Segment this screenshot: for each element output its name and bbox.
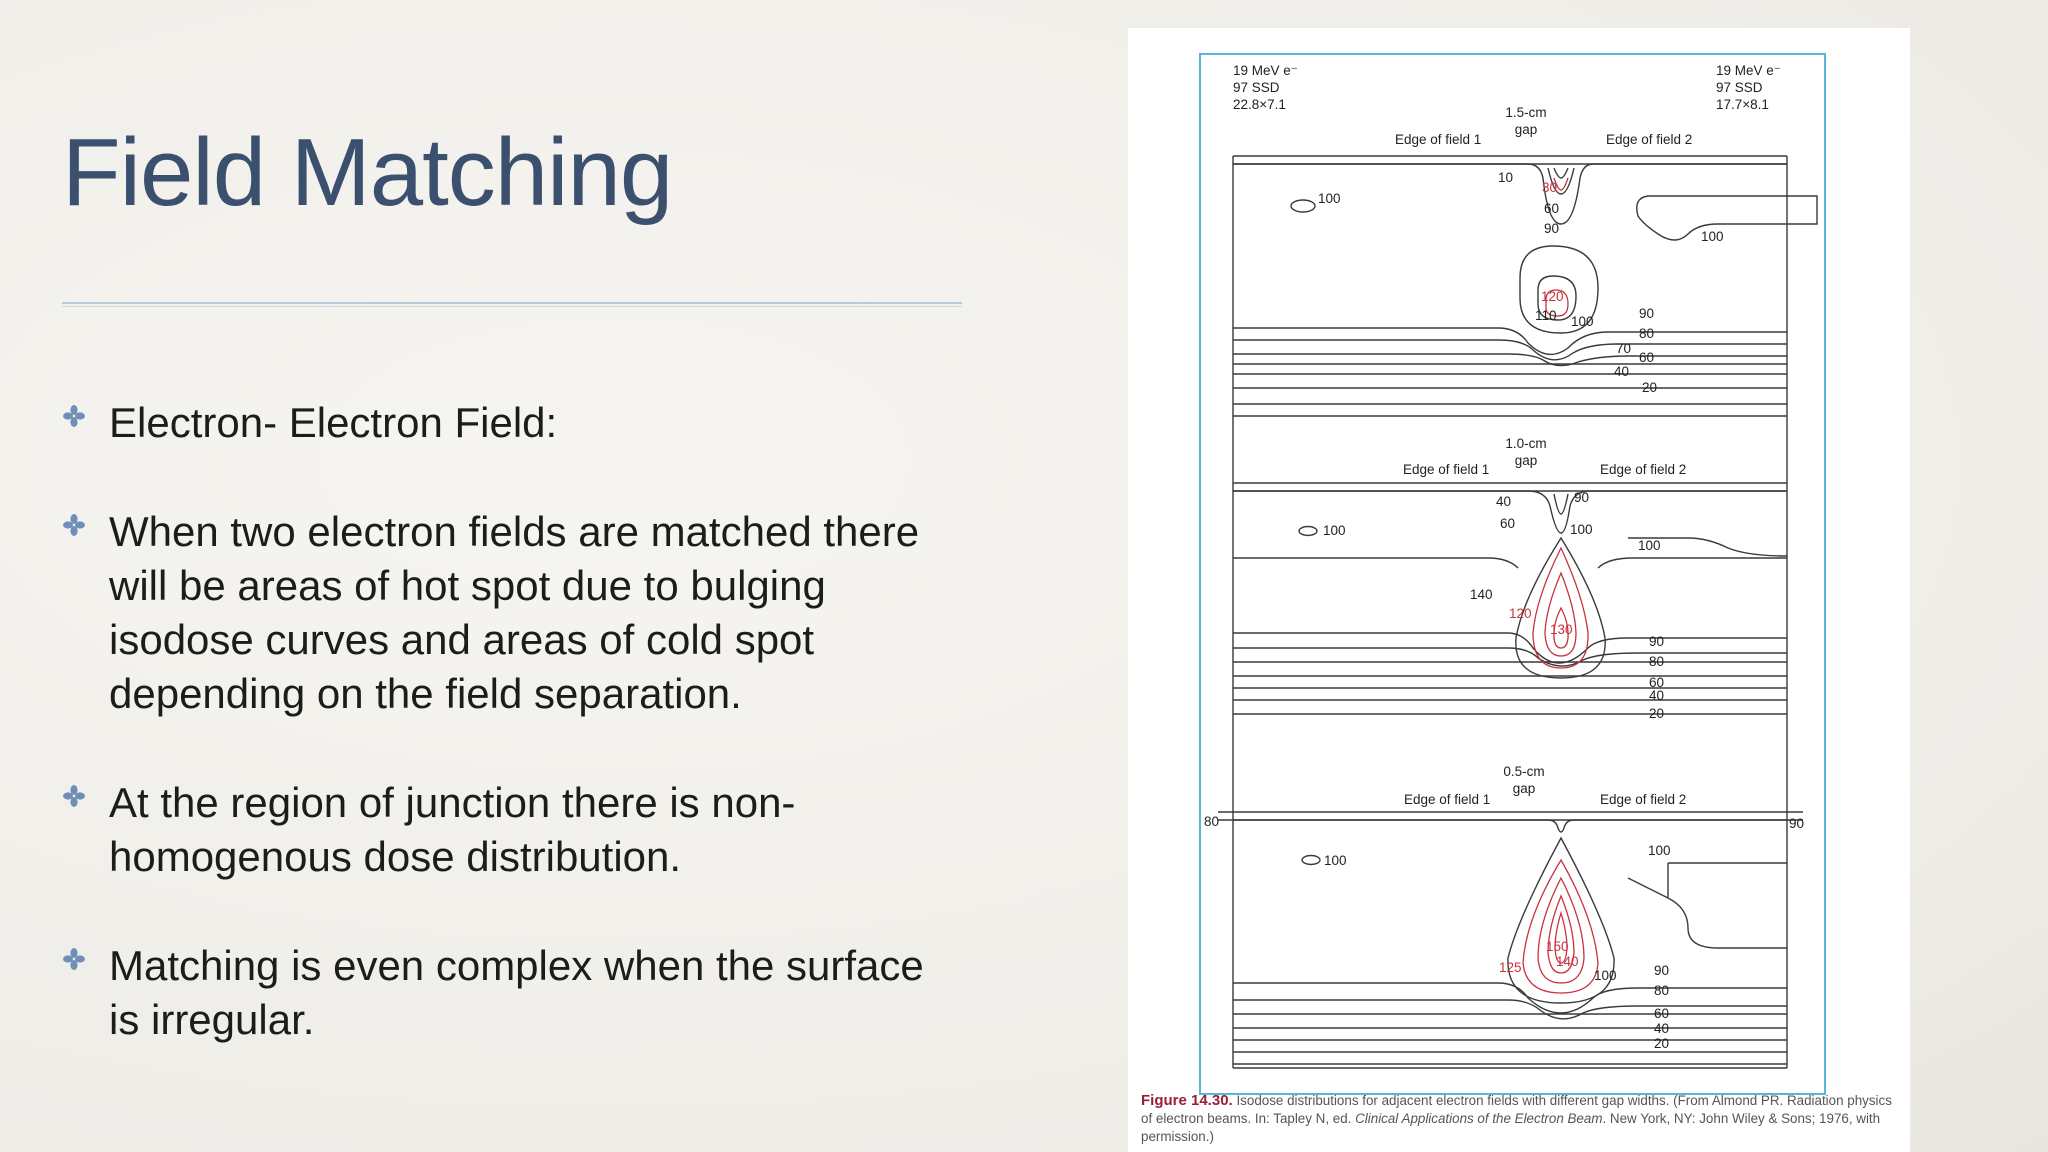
panel1-label: 90 (1544, 221, 1559, 236)
panel3-label: 125 (1499, 960, 1522, 975)
panel3-gap: 0.5-cm (1503, 764, 1544, 779)
panel3-label: 40 (1654, 1021, 1669, 1036)
header-right-size: 17.7×8.1 (1716, 97, 1769, 112)
bullet-text: At the region of junction there is non-h… (109, 779, 796, 880)
bullet-item: Matching is even complex when the surfac… (62, 939, 962, 1047)
bullet-item: At the region of junction there is non-h… (62, 776, 962, 884)
flower-bullet-icon (63, 514, 85, 536)
panel3-gap-word: gap (1513, 781, 1536, 796)
bullet-list: Electron- Electron Field: When two elect… (62, 396, 962, 1102)
bullet-item: Electron- Electron Field: (62, 396, 962, 450)
panel2-label: 140 (1470, 587, 1493, 602)
panel3-label: 90 (1789, 816, 1804, 831)
panel1-label: 20 (1642, 380, 1657, 395)
title-divider (62, 302, 962, 308)
header-left-size: 22.8×7.1 (1233, 97, 1286, 112)
panel2-label: 90 (1574, 490, 1589, 505)
panel1-label: 90 (1639, 306, 1654, 321)
panel2-label: 20 (1649, 706, 1664, 721)
panel3-label: 60 (1654, 1006, 1669, 1021)
panel3-label: 100 (1324, 853, 1347, 868)
panel2-edge1: Edge of field 1 (1403, 462, 1489, 477)
panel3-label: 80 (1654, 983, 1669, 998)
slide-title: Field Matching (62, 119, 673, 226)
panel2-label: 60 (1500, 516, 1515, 531)
isodose-figure: 19 MeV e⁻ 97 SSD 22.8×7.1 19 MeV e⁻ 97 S… (1204, 63, 1818, 1069)
panel3-label: 90 (1654, 963, 1669, 978)
panel2-label: 120 (1509, 606, 1532, 621)
bullet-item: When two electron fields are matched the… (62, 505, 962, 721)
panel3-label: 100 (1648, 843, 1671, 858)
flower-bullet-icon (63, 948, 85, 970)
panel1-gap: 1.5-cm (1505, 105, 1546, 120)
panel1-gap-word: gap (1515, 122, 1538, 137)
panel2-label: 40 (1649, 688, 1664, 703)
figure-panel: 19 MeV e⁻ 97 SSD 22.8×7.1 19 MeV e⁻ 97 S… (1128, 28, 1910, 1152)
caption-text: Isodose distributions for adjacent elect… (1141, 1093, 1892, 1126)
panel3-label: 100 (1594, 968, 1617, 983)
panel2-label: 90 (1649, 634, 1664, 649)
figure-caption: Figure 14.30. Isodose distributions for … (1141, 1092, 1901, 1146)
panel1-edge1: Edge of field 1 (1395, 132, 1481, 147)
panel2-label: 80 (1649, 654, 1664, 669)
flower-bullet-icon (63, 405, 85, 427)
panel2-label: 40 (1496, 494, 1511, 509)
panel2-label: 100 (1638, 538, 1661, 553)
caption-label: Figure 14.30. (1141, 1092, 1233, 1109)
panel1-label: 40 (1614, 364, 1629, 379)
header-right-ssd: 97 SSD (1716, 80, 1763, 95)
panel1-edge2: Edge of field 2 (1606, 132, 1692, 147)
panel1-label: 120 (1541, 289, 1564, 304)
panel1-label: 60 (1544, 201, 1559, 216)
panel3-label: 20 (1654, 1036, 1669, 1051)
panel1-label: 100 (1701, 229, 1724, 244)
panel1-label: 60 (1639, 350, 1654, 365)
header-left-energy: 19 MeV e⁻ (1233, 63, 1298, 78)
flower-bullet-icon (63, 785, 85, 807)
panel2-edge2: Edge of field 2 (1600, 462, 1686, 477)
panel3-label: 150 (1546, 939, 1569, 954)
bullet-text: Electron- Electron Field: (109, 399, 558, 446)
panel3-label: 140 (1556, 954, 1579, 969)
panel1-label: 100 (1571, 314, 1594, 329)
panel1-label: 80 (1639, 326, 1654, 341)
panel2-label: 100 (1323, 523, 1346, 538)
panel1-label: 110 (1535, 308, 1557, 323)
bullet-text: Matching is even complex when the surfac… (109, 942, 924, 1043)
panel3-edge2: Edge of field 2 (1600, 792, 1686, 807)
panel3-label: 80 (1204, 814, 1219, 829)
panel1-label: 30 (1542, 180, 1557, 195)
panel2-label: 100 (1570, 522, 1593, 537)
caption-book-title: Clinical Applications of the Electron Be… (1355, 1111, 1603, 1126)
panel2-label: 130 (1550, 622, 1573, 637)
panel2-gap: 1.0-cm (1505, 436, 1546, 451)
bullet-text: When two electron fields are matched the… (109, 508, 920, 717)
panel1-label: 100 (1318, 191, 1341, 206)
header-left-ssd: 97 SSD (1233, 80, 1280, 95)
panel2-label: 60 (1649, 675, 1664, 690)
panel2-gap-word: gap (1515, 453, 1538, 468)
panel1-label: 70 (1616, 341, 1631, 356)
panel3-edge1: Edge of field 1 (1404, 792, 1490, 807)
figure-frame (1199, 53, 1826, 1095)
caption-text: . New York, NY: John Wiley & Sons; 1976,… (1141, 1111, 1881, 1144)
header-right-energy: 19 MeV e⁻ (1716, 63, 1781, 78)
panel1-label: 10 (1498, 170, 1513, 185)
